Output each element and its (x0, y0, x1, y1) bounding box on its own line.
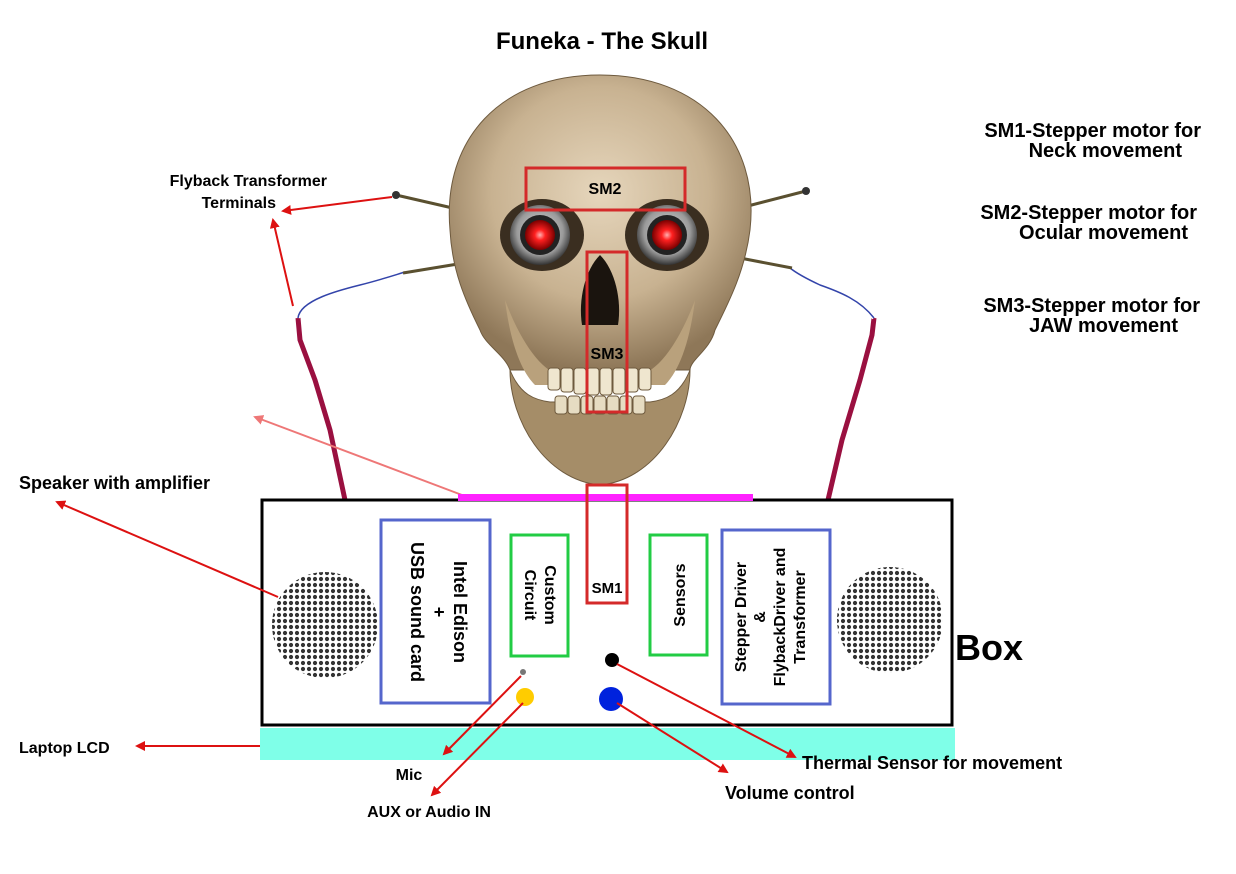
driver-line2: & (752, 611, 769, 623)
left-wire (295, 317, 348, 501)
flyback-label-line1: Flyback Transformer (170, 173, 327, 190)
legend-sm3-line1: SM3-Stepper motor for (983, 295, 1200, 317)
thermal-arrow (616, 663, 797, 758)
legend-sm2-line1: SM2-Stepper motor for (980, 202, 1197, 224)
thermal-label: Thermal Sensor for movement (802, 753, 1062, 773)
box-label: Box (955, 627, 1023, 668)
aux-jack-dot (516, 688, 534, 706)
left-eye-led (525, 220, 555, 250)
sensors-text: Sensors (672, 563, 689, 626)
left-wire-white (296, 270, 406, 319)
mic-arrow (442, 675, 522, 756)
mic-label: Mic (396, 767, 423, 784)
sm3-box (585, 250, 629, 414)
motor-legend: SM1-Stepper motor for Neck movement SM2-… (980, 120, 1201, 337)
volume-label: Volume control (725, 783, 855, 803)
speaker-arrow (55, 500, 279, 598)
upper-teeth (547, 367, 652, 396)
right-eye-led (652, 220, 682, 250)
left-wire-blue (297, 271, 406, 319)
custom-line1: Custom (541, 565, 558, 625)
legend-sm1-line1: SM1-Stepper motor for (984, 120, 1201, 142)
flyback-label-line2: Terminals (202, 195, 277, 212)
driver-line1: Stepper Driver (733, 562, 750, 672)
skull-image (448, 74, 752, 486)
custom-line2: Circuit (521, 570, 538, 621)
sm2-box (524, 166, 687, 212)
thermal-sensor-dot (605, 653, 619, 667)
right-wire-blue (789, 267, 875, 319)
left-pin-top-head (392, 191, 400, 199)
sm1-box (585, 483, 629, 605)
magenta-bar (458, 494, 753, 501)
edison-line3: USB sound card (407, 542, 427, 682)
edison-line1: Intel Edison (450, 561, 470, 663)
stepper-driver-text: Stepper Driver & FlybackDriver and Trans… (733, 548, 809, 687)
aux-label: AUX or Audio IN (367, 804, 491, 821)
laptop-lcd-label: Laptop LCD (19, 740, 110, 757)
diagram-title: Funeka - The Skull (496, 28, 708, 55)
sensors-box (648, 533, 709, 657)
mic-dot (520, 669, 526, 675)
edison-text: Intel Edison + USB sound card (407, 542, 470, 682)
legend-sm2-line2: Ocular movement (1019, 222, 1188, 244)
lower-teeth (554, 395, 646, 415)
magenta-bar-arrow (253, 415, 463, 496)
flyback-arrow-vertical (269, 218, 294, 307)
left-speaker-grille (272, 572, 378, 678)
sm3-label: SM3 (591, 346, 624, 363)
volume-arrow (616, 702, 729, 774)
sm1-label: SM1 (592, 580, 623, 597)
nasal-cavity (580, 255, 620, 325)
custom-circuit-text: Custom Circuit (521, 565, 558, 625)
custom-circuit-box (509, 533, 570, 658)
edison-box (379, 518, 492, 705)
flyback-arrow-horizontal (281, 196, 393, 215)
sensors-label: Sensors (672, 563, 689, 626)
driver-line4: Transformer (792, 570, 809, 663)
laptop-lcd-bar (260, 728, 955, 760)
aux-arrow (430, 702, 524, 797)
right-speaker-grille (837, 567, 943, 673)
volume-knob-dot (599, 687, 623, 711)
speaker-label: Speaker with amplifier (19, 473, 210, 493)
right-wire (825, 317, 877, 501)
driver-line3: FlybackDriver and (772, 548, 789, 687)
skull-mandible (509, 369, 691, 486)
stepper-driver-box (720, 528, 832, 706)
flyback-wires (295, 266, 877, 501)
sm2-label: SM2 (589, 181, 622, 198)
legend-sm3-line2: JAW movement (1029, 315, 1178, 337)
right-pin-top-head (802, 187, 810, 195)
edison-line2: + (429, 607, 449, 618)
legend-sm1-line2: Neck movement (1029, 140, 1183, 162)
right-pin-bottom (739, 256, 793, 270)
